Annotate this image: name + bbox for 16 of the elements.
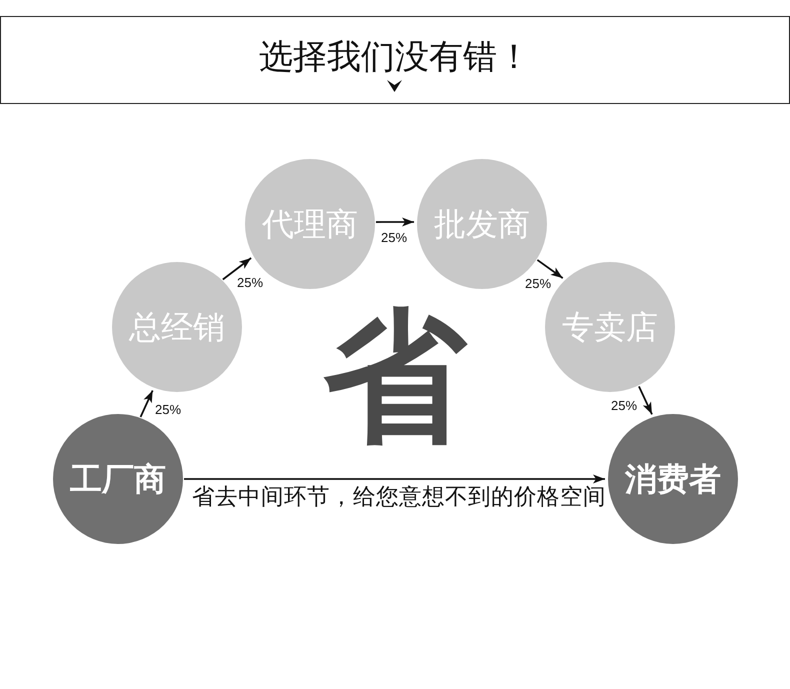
arrow	[184, 474, 605, 484]
edge-label: 25%	[525, 277, 552, 292]
large-character: 省	[322, 305, 468, 448]
arrow	[140, 390, 154, 418]
edge-label: 25%	[237, 276, 264, 291]
arrow	[376, 218, 414, 226]
node-label: 工厂商	[70, 460, 166, 498]
arrow	[638, 386, 653, 415]
edge-label: 25%	[155, 403, 182, 418]
arrow	[222, 257, 252, 280]
node-label: 消费者	[625, 460, 721, 498]
title: 选择我们没有错！	[259, 37, 531, 77]
edge-label: 25%	[611, 399, 638, 414]
edge-label: 省去中间环节，给您意想不到的价格空间	[192, 485, 606, 511]
arrow	[536, 259, 564, 279]
edge-label: 25%	[381, 231, 408, 246]
